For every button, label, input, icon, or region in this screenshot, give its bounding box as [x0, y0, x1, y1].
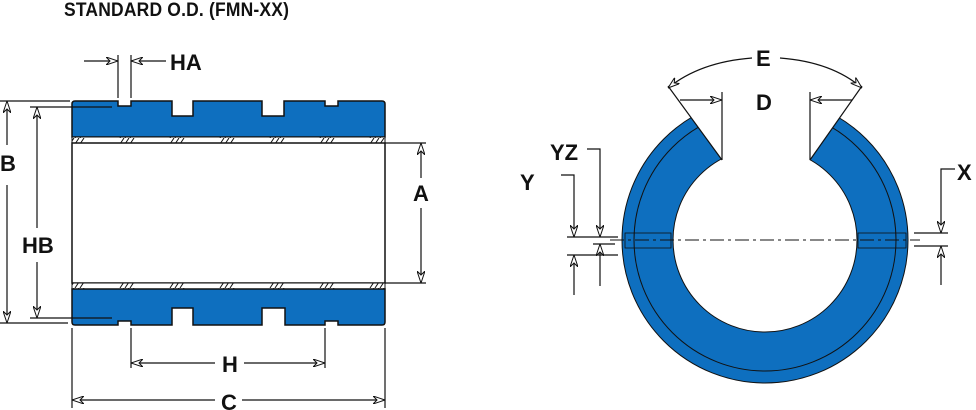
label-a: A [413, 181, 429, 206]
dim-x: X [914, 160, 972, 285]
side-view: HA B HB A [0, 50, 429, 410]
dim-b: B [0, 100, 70, 324]
dim-hb: HB [22, 106, 112, 319]
label-b: B [0, 151, 16, 176]
label-c: C [221, 390, 237, 410]
bottom-liner [71, 282, 386, 290]
diagram-title: STANDARD O.D. (FMN-XX) [64, 0, 290, 21]
dim-e: E [668, 46, 862, 88]
label-ha: HA [170, 50, 202, 75]
label-e: E [756, 46, 771, 71]
dim-a: A [385, 142, 429, 284]
dim-c: C [71, 328, 386, 410]
dim-d: D [680, 90, 852, 160]
end-view: E D YZ Y X [520, 46, 972, 384]
dim-yz-y: YZ Y [520, 140, 618, 295]
slot [655, 68, 875, 160]
label-y: Y [520, 170, 535, 195]
top-wall [71, 100, 386, 138]
label-d: D [756, 90, 772, 115]
label-hb: HB [22, 233, 54, 258]
dim-h: H [130, 328, 326, 377]
dim-ha: HA [84, 50, 202, 98]
bottom-wall [71, 288, 386, 326]
top-liner [71, 136, 386, 144]
label-x: X [957, 160, 972, 185]
label-h: H [222, 352, 238, 377]
label-yz: YZ [550, 140, 578, 165]
bore [71, 142, 386, 284]
